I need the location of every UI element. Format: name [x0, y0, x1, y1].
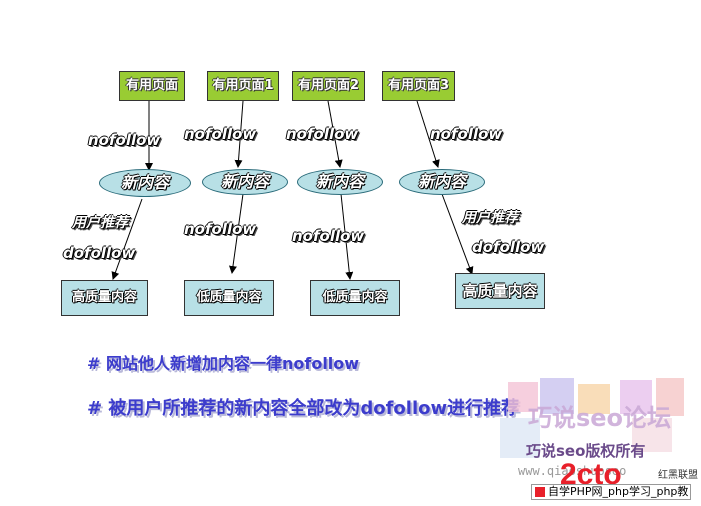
nofollow-label-6: nofollow — [292, 227, 365, 245]
nofollow-label-3: nofollow — [286, 125, 359, 143]
user-recommend-label-2: 用户推荐 — [462, 210, 518, 226]
footer-icon — [535, 487, 545, 497]
new-content-2: 新内容 — [202, 169, 288, 195]
arrow-page-to-content-2 — [234, 100, 244, 168]
arrow-content-to-quality-1 — [111, 198, 143, 280]
note-line-2: # 被用户所推荐的新内容全部改为dofollow进行推荐 — [87, 398, 520, 419]
nofollow-label-4: nofollow — [430, 125, 503, 143]
arrow-content-to-quality-3 — [340, 193, 354, 280]
page-box-2: 有用页面1 — [207, 71, 279, 101]
watermark-forum: 巧说seo论坛 — [528, 404, 672, 432]
watermark-blocks — [500, 378, 690, 488]
note-line-1: # 网站他人新增加内容一律nofollow — [87, 354, 360, 373]
dofollow-label-1: dofollow — [63, 244, 136, 262]
arrow-content-to-quality-2 — [229, 193, 244, 274]
footer-banner: 自学PHP网_php学习_php教 — [531, 484, 691, 500]
new-content-3: 新内容 — [297, 169, 383, 195]
quality-box-1: 高质量内容 — [61, 280, 148, 316]
arrow-content-to-quality-4 — [441, 193, 474, 275]
footer-text: 自学PHP网_php学习_php教 — [548, 485, 689, 498]
user-recommend-label-1: 用户推荐 — [72, 215, 128, 231]
quality-box-4: 高质量内容 — [455, 273, 545, 309]
page-box-1: 有用页面 — [119, 71, 185, 101]
watermark-alliance: 红黑联盟 — [658, 470, 698, 481]
svg-text:2cto: 2cto — [560, 458, 622, 486]
quality-box-2: 低质量内容 — [184, 280, 274, 316]
nofollow-label-5: nofollow — [184, 220, 257, 238]
page-box-3: 有用页面2 — [292, 71, 365, 101]
new-content-1: 新内容 — [99, 169, 191, 197]
arrow-page-to-content-3 — [327, 100, 343, 168]
watermark-copyright: 巧说seo版权所有 — [526, 442, 646, 460]
quality-box-3: 低质量内容 — [310, 280, 400, 316]
logo-2cto: 2cto — [560, 458, 622, 486]
page-box-4: 有用页面3 — [382, 71, 455, 101]
arrow-page-to-content-4 — [416, 100, 440, 168]
watermark-url: www.qiaoshuoseo — [518, 464, 627, 478]
nofollow-label-2: nofollow — [184, 125, 257, 143]
new-content-4: 新内容 — [399, 169, 485, 195]
dofollow-label-2: dofollow — [472, 238, 545, 256]
nofollow-label-1: nofollow — [88, 131, 161, 149]
